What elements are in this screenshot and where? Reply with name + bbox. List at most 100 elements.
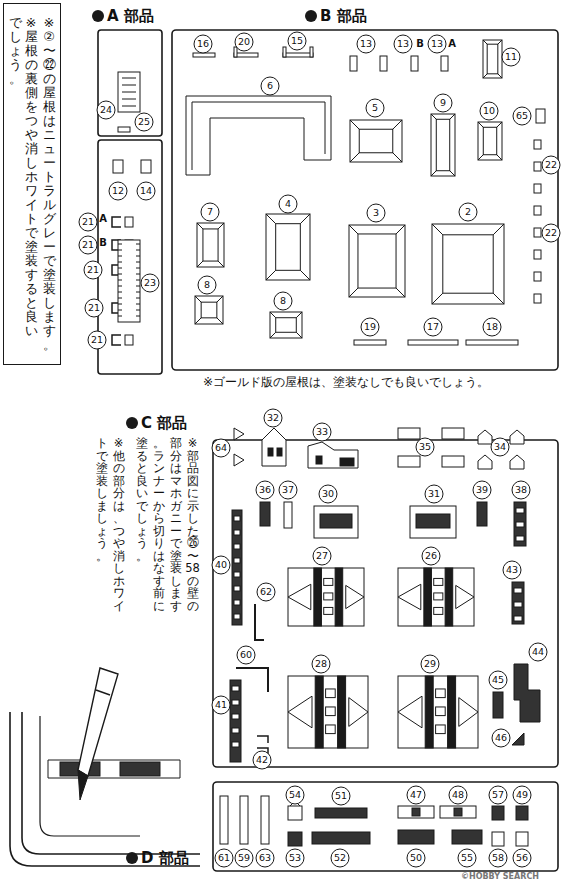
callout-circle [394,35,412,53]
window [324,593,333,600]
kit-part [534,228,541,237]
kit-part [516,806,528,820]
callout-number: 39 [476,485,488,495]
callout-circle [424,318,442,336]
kit-part [412,808,420,816]
vertical-note: ※部品図に示した㉖〜58の壁の部分はマホガニーで塗装します。ランナーから切りはな… [133,437,201,612]
callout-number: 29 [424,659,436,669]
kit-part [410,506,456,538]
gable [346,585,364,608]
roof-part [432,224,504,304]
roof-part [431,114,455,176]
callout-number: 33 [316,427,328,437]
kit-part [314,506,358,538]
kit-part [440,806,476,818]
runner-corner [10,712,200,866]
house-part [478,455,492,469]
section-bullet [126,417,138,429]
dark-wall-part [512,582,524,624]
kit-part [398,830,434,844]
window [324,607,333,614]
callout-number: 13 [431,39,443,49]
kit-part [492,806,504,820]
callout-number: 7 [207,207,213,217]
callout-number: 42 [256,755,268,765]
callout-circle [483,318,501,336]
callout-number: 11 [505,52,517,62]
wall-band [314,568,322,626]
callout-number: 61 [218,853,230,863]
roof-edge [478,122,502,160]
kit-part [260,502,270,526]
window [436,725,446,734]
window [232,742,239,747]
callout-circle [212,439,230,457]
wall-band [338,676,346,748]
kit-part [354,340,386,345]
kit-part [534,206,541,215]
callout-circle [366,99,384,117]
callout-number: 58 [492,853,504,863]
roof-ridge [359,129,393,153]
kit-part [534,250,541,259]
roof-edge [270,312,302,338]
kit-part [268,448,273,456]
callout-number: 65 [516,111,528,121]
roof-edge [195,296,223,324]
callout-number: 5 [372,103,378,113]
kit-part [534,140,541,149]
roof-part [186,96,331,175]
bracket-part [112,217,121,227]
window [326,725,336,734]
gable [459,698,478,727]
window [232,728,239,733]
roof-ridge [436,119,449,170]
callout-number: 22 [545,160,557,170]
callout-circle [135,113,153,131]
callout-number: 21 [87,265,99,275]
roof-ridge [483,127,496,154]
house-part [308,442,358,468]
runner-frame [213,782,558,871]
variant-letter: B [99,238,107,248]
callout-number: 53 [289,853,301,863]
callout-number: 41 [215,700,227,710]
callout-circle [332,787,350,805]
callout-circle [201,203,219,221]
wall-band [448,676,456,748]
dark-wall-part [514,502,526,546]
callout-number: 20 [238,37,250,47]
callout-circles [79,32,560,867]
callout-number: 32 [267,413,279,423]
callout-circle [212,556,230,574]
house-part [510,455,524,469]
window [516,508,524,513]
callout-circle [459,203,477,221]
window [326,707,336,716]
kit-part [350,56,357,71]
window [232,686,239,691]
kit-part [234,53,258,57]
window [514,602,522,607]
kit-part [492,832,504,846]
callout-number: 43 [506,565,518,575]
dark-wall-part [315,808,367,818]
roof-ridge [358,234,396,288]
variant-letter: A [448,39,456,49]
callout-number: 47 [410,790,422,800]
callout-number: 22 [545,228,557,238]
callout-number: 62 [260,587,272,597]
wall-band [335,568,343,626]
kit-part [416,514,450,528]
callout-circle [492,729,510,747]
kit-part [442,428,464,439]
roof-ridge [201,302,217,318]
callout-circle [194,35,212,53]
callout-circle [109,182,127,200]
callout-circle [312,655,330,673]
callout-circle [367,204,385,222]
sign-hatch [122,85,136,86]
callout-circle [274,292,292,310]
sign-hatch [122,106,136,107]
callout-number: 6 [267,81,273,91]
